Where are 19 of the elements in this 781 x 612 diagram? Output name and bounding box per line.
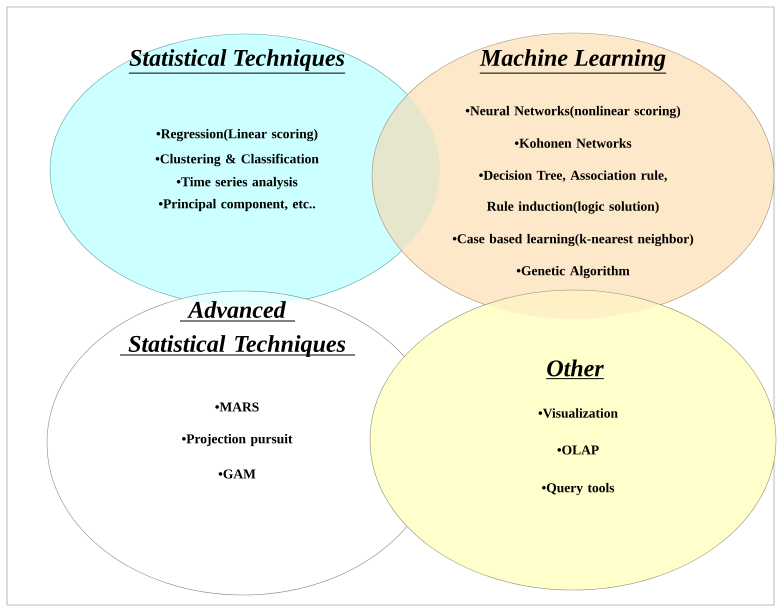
bullet-item: •Visualization	[538, 408, 618, 418]
bullet-item: •OLAP	[557, 445, 599, 455]
bullet-item: •MARS	[215, 402, 259, 412]
bullet-item: •Kohonen Networks	[514, 138, 632, 148]
bullet-item: •GAM	[218, 469, 256, 479]
heading: Statistical Techniques	[128, 49, 346, 74]
heading: Advanced Statistical Techniques	[120, 301, 356, 357]
bullet-item: •Time series analysis	[176, 176, 298, 190]
bullet-item: •Neural Networks(nonlinear scoring)	[466, 106, 680, 118]
bullet-item: •Genetic Algorithm	[516, 266, 630, 278]
heading: Machine Learning	[479, 49, 667, 74]
bullet-item: •Projection pursuit	[182, 434, 292, 446]
bullet-item: •Clustering & Classification	[156, 154, 319, 166]
bullet-item: •Regression(Linear scoring)	[156, 128, 318, 142]
bullet-item: •Query tools	[542, 482, 614, 496]
bullet-item: •Case based learning(k-nearest neighbor)	[452, 234, 694, 246]
bullet-item: •Principal component, etc..	[158, 198, 316, 212]
heading: Other	[546, 360, 604, 380]
bullet-item: •Decision Tree, Association rule, Rule induction(logic solution)	[479, 170, 667, 214]
